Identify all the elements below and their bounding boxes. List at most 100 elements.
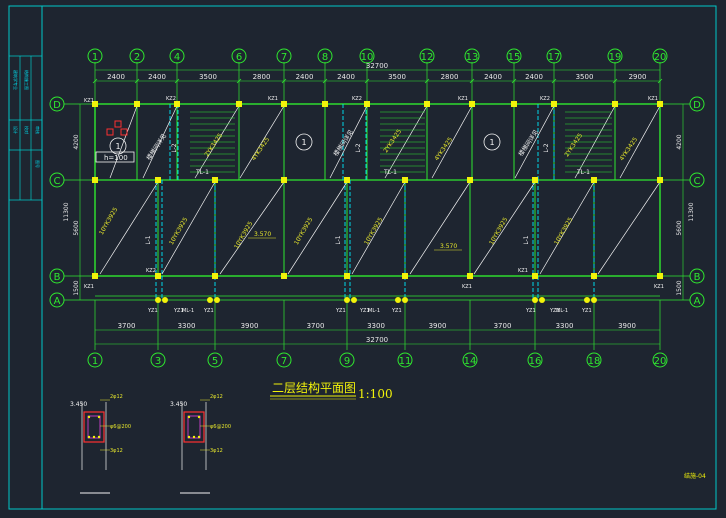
dim-text-bottom: 3300 (178, 322, 196, 330)
dim-text-bottom: 3300 (556, 322, 574, 330)
dim-text-side-total: 11300 (688, 202, 695, 221)
column-label: KZ1 (462, 284, 472, 290)
column (469, 101, 475, 107)
axis-bubble (129, 48, 145, 64)
row-axis-label: C (694, 176, 701, 187)
axis-label: 13 (466, 52, 479, 63)
axis-bubble (652, 352, 668, 368)
beam-label-l: L-2 (171, 143, 178, 152)
dim-text-bottom: 3900 (618, 322, 636, 330)
stirrup-label: φ6@200 (110, 424, 131, 430)
dim-tick (511, 78, 517, 84)
bottom-rebar-label: 3φ12 (110, 448, 123, 454)
highlight-mark (120, 128, 128, 136)
axis-label: 9 (344, 356, 350, 367)
dim-tick (236, 78, 242, 84)
balcony-column-label: YZ1 (203, 308, 214, 314)
dim-text-side: 1500 (676, 280, 683, 295)
dim-tick (612, 78, 618, 84)
slab-span-diagonal (109, 105, 138, 179)
axis-bubble (150, 352, 166, 368)
axis-bubble (169, 48, 185, 64)
sheet-number: 结施-04 (684, 472, 706, 480)
axis-label: 2 (134, 52, 140, 63)
column-label: KZ1 (654, 284, 664, 290)
column-label: KZ1 (458, 96, 468, 102)
beam-label-l: L-2 (543, 143, 550, 152)
h100-box (95, 151, 135, 163)
balcony-column-label: YZ1 (391, 308, 402, 314)
balcony-column (402, 297, 408, 303)
dim-tick (469, 78, 475, 84)
dim-text-top: 2400 (107, 73, 125, 81)
column (344, 177, 350, 183)
balcony-column (155, 297, 161, 303)
column-label: KZ1 (648, 96, 658, 102)
highlight-mark (114, 120, 122, 128)
axis-label: 11 (399, 356, 412, 367)
axis-label: 20 (654, 52, 667, 63)
column (657, 273, 663, 279)
row-axis-label: A (694, 296, 701, 307)
dim-text-top: 2400 (484, 73, 502, 81)
title-block-label: 校对 (24, 126, 30, 134)
beam-label-tl: TL-1 (576, 169, 590, 176)
axis-bubble (359, 48, 375, 64)
balcony-column (539, 297, 545, 303)
dim-text-top: 2400 (148, 73, 166, 81)
balcony-column-label: YZ1 (335, 308, 346, 314)
dim-text-bottom: 3700 (307, 322, 325, 330)
bottom-rebar-label: 3φ12 (210, 448, 223, 454)
title-block-label: 建筑学专业 (13, 70, 19, 90)
row-axis-label: D (53, 100, 61, 111)
slab-span-diagonal (597, 181, 661, 275)
balcony-beam-label: ML-1 (556, 308, 568, 314)
title-block-label: 结构施工图 (24, 70, 30, 90)
axis-label: 5 (212, 356, 218, 367)
column (551, 101, 557, 107)
dim-text-total: 32700 (366, 62, 388, 70)
rebar-dot (87, 415, 91, 419)
axis-bubble (339, 352, 355, 368)
column (92, 101, 98, 107)
beam-section-outline (183, 411, 205, 443)
axis-label: 1 (92, 52, 98, 63)
column (591, 273, 597, 279)
balcony-beam-label: ML-1 (368, 308, 380, 314)
rebar-dot (97, 415, 101, 419)
dim-tick (657, 78, 663, 84)
axis-label: 12 (421, 52, 434, 63)
column (322, 101, 328, 107)
balcony-column (591, 297, 597, 303)
axis-label: 17 (548, 52, 561, 63)
column (155, 273, 161, 279)
axis-bubble (506, 48, 522, 64)
balcony-column (532, 297, 538, 303)
beam-label-l: L-1 (523, 235, 530, 244)
rebar-dot (97, 435, 101, 439)
axis-label: 18 (588, 356, 601, 367)
column (92, 177, 98, 183)
axis-label: 20 (654, 356, 667, 367)
beam-section-outline (83, 411, 105, 443)
column (532, 177, 538, 183)
dim-tick (551, 78, 557, 84)
column (281, 177, 287, 183)
axis-bubble (586, 352, 602, 368)
column (467, 273, 473, 279)
rebar-dot (197, 435, 201, 439)
axis-label: 8 (322, 52, 328, 63)
axis-label: 7 (281, 52, 287, 63)
dim-text-bottom: 3700 (118, 322, 136, 330)
balcony-column (207, 297, 213, 303)
axis-bubble (207, 352, 223, 368)
title-block-label: 设计 (13, 126, 19, 134)
highlight-mark (106, 128, 114, 136)
row-axis-label: A (54, 296, 61, 307)
slab-span-diagonal (287, 181, 348, 275)
beam-label-tl: TL-1 (195, 169, 209, 176)
axis-bubble (607, 48, 623, 64)
slab-span-diagonal (473, 181, 536, 275)
